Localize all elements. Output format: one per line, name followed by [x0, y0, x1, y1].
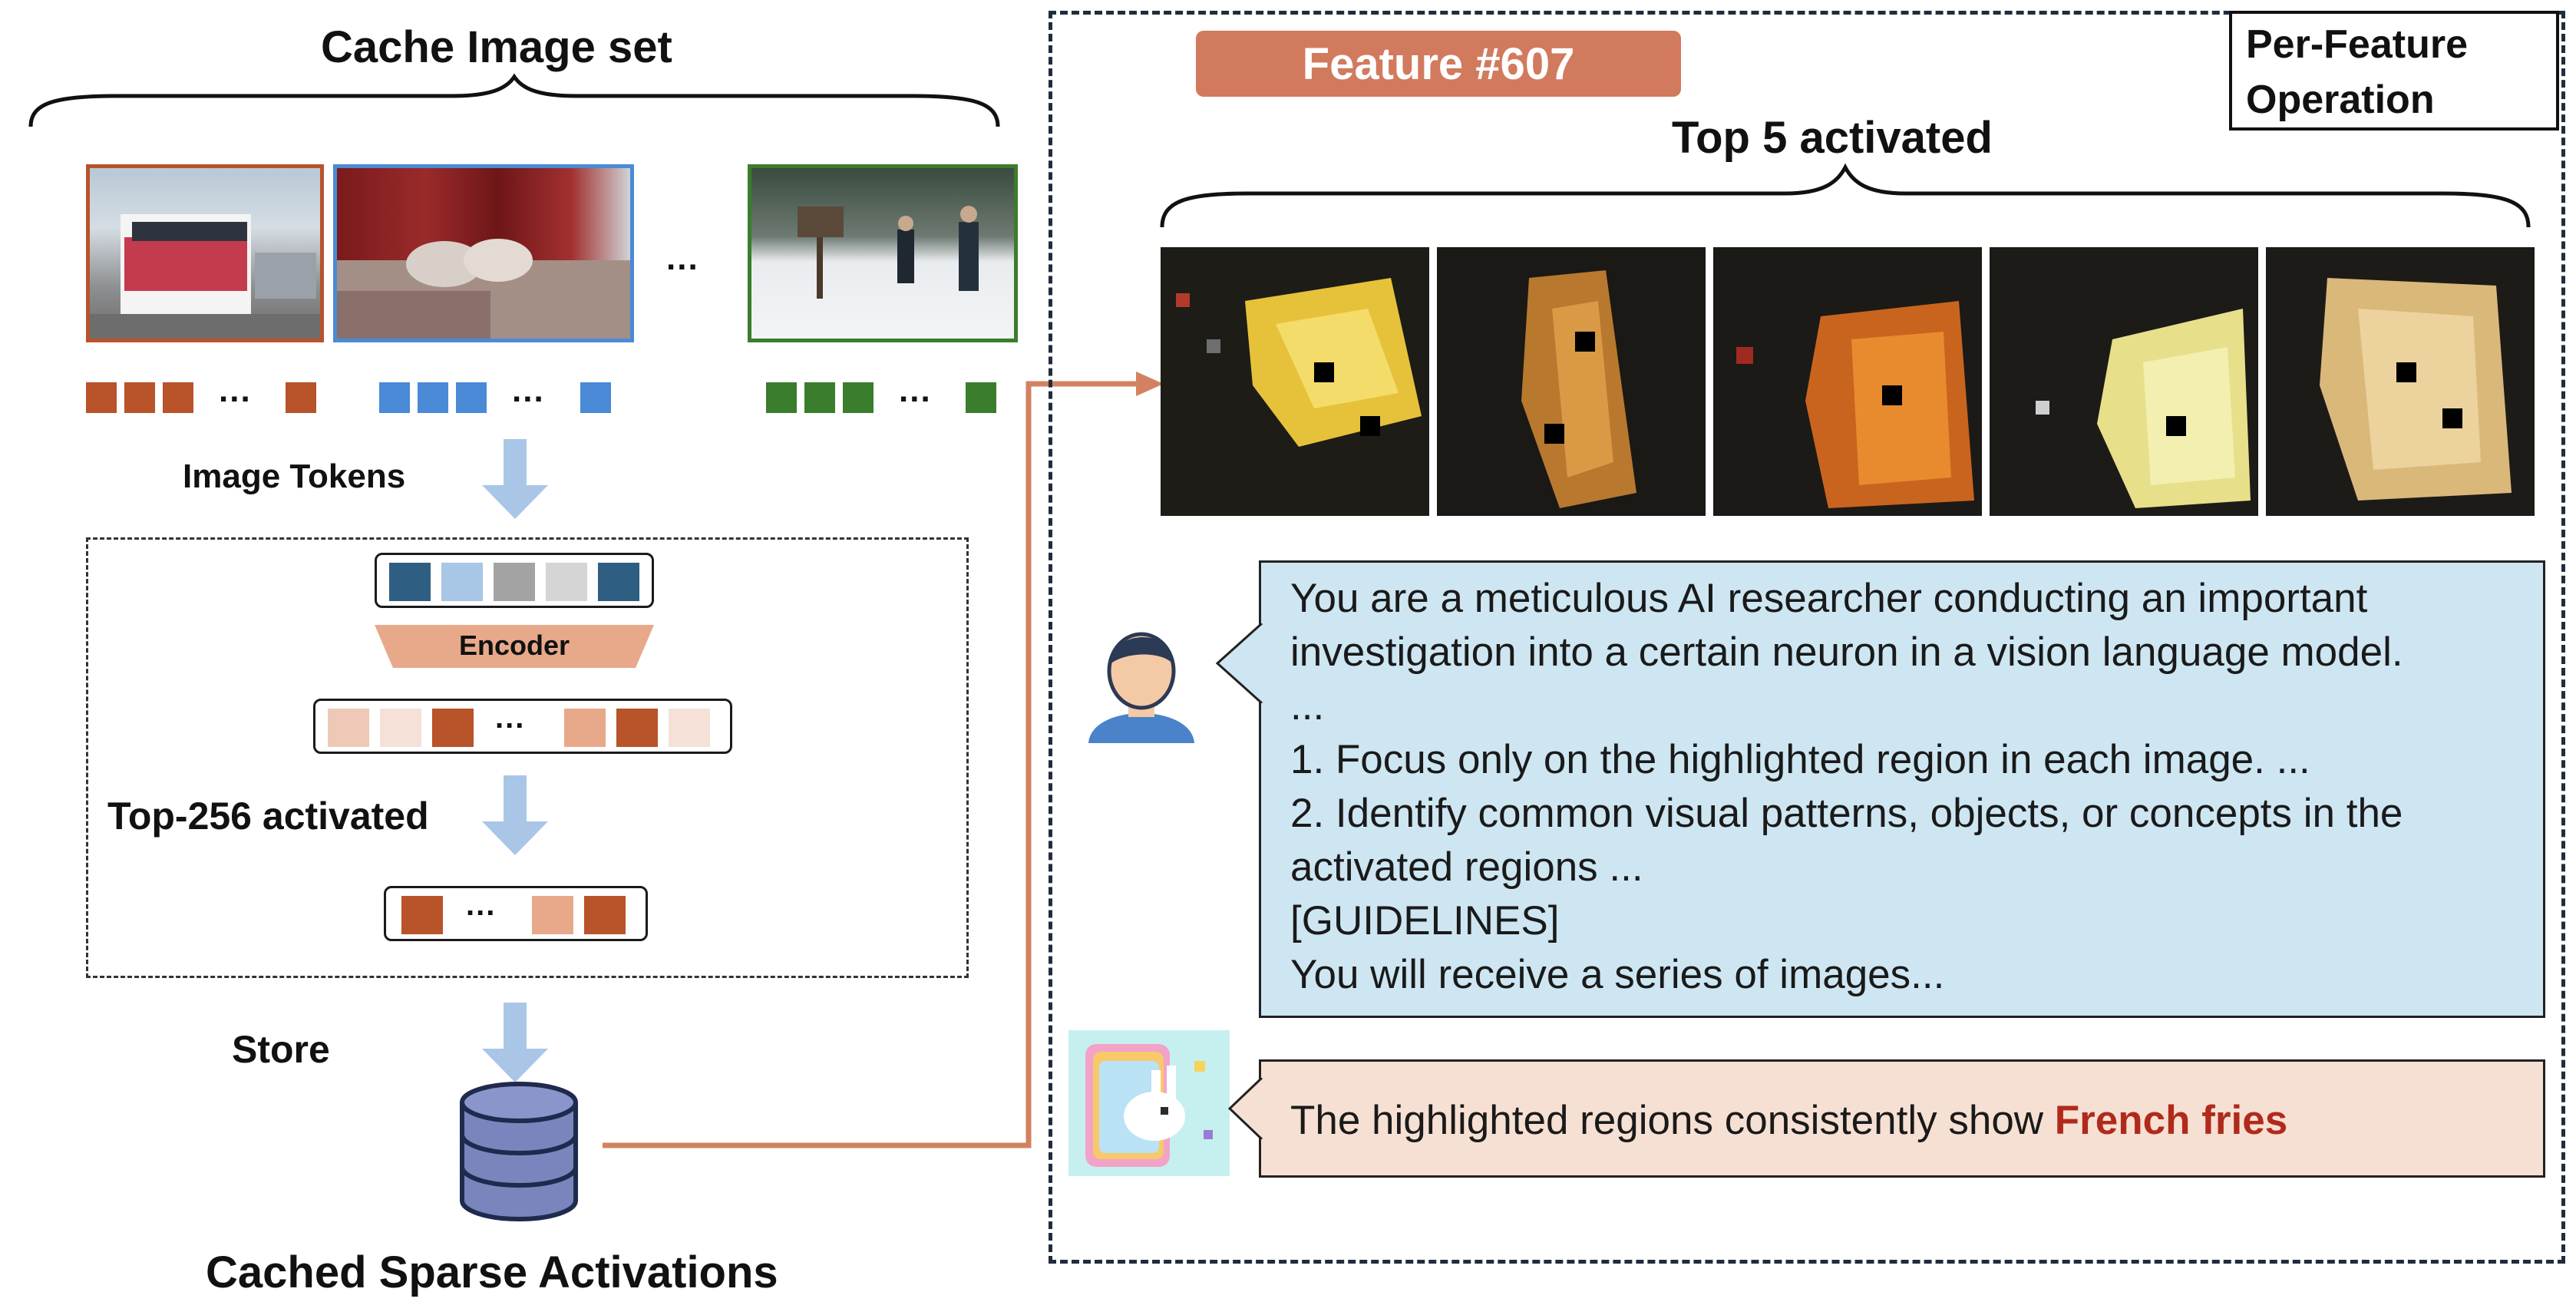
- token-blue-2: [418, 382, 448, 413]
- connector-arrow: [603, 372, 1164, 1148]
- activated-image-3: [1713, 247, 1982, 516]
- model-avatar-icon: [1068, 1030, 1230, 1176]
- per-feature-box: Per-Feature Operation: [2229, 11, 2559, 131]
- answer-prefix: The highlighted regions consistently sho…: [1290, 1098, 2055, 1143]
- down-arrow-icon: [482, 439, 548, 519]
- activated-image-5: [2266, 247, 2535, 516]
- prompt-line-5: 2. Identify common visual patterns, obje…: [1290, 791, 2403, 836]
- cache-image-snow: [748, 164, 1018, 342]
- prompt-line-2: investigation into a certain neuron in a…: [1290, 630, 2403, 675]
- token-blue-last: [580, 382, 611, 413]
- prompt-line-7: [GUIDELINES]: [1290, 898, 1560, 943]
- activated-image-1: [1161, 247, 1429, 516]
- token-green-ellipsis: ...: [899, 372, 932, 409]
- token-green-1: [766, 382, 797, 413]
- encoder-box: [86, 537, 969, 978]
- prompt-line-1: You are a meticulous AI researcher condu…: [1290, 576, 2368, 621]
- per-feature-panel: [1049, 11, 2565, 1264]
- top-activated-vector: ...: [384, 886, 648, 941]
- token-green-3: [843, 382, 874, 413]
- answer-bubble-tail: [1228, 1078, 1263, 1139]
- encoder-block: [375, 625, 654, 668]
- token-orange-1: [86, 382, 117, 413]
- down-arrow-icon: [482, 1003, 548, 1082]
- cache-images-ellipsis: ...: [666, 240, 699, 277]
- cached-sparse-activations-label: Cached Sparse Activations: [206, 1247, 778, 1297]
- token-orange-ellipsis: ...: [219, 372, 252, 409]
- per-feature-line2: Operation: [2246, 78, 2435, 122]
- top-activated-label: Top-256 activated: [107, 795, 429, 838]
- cache-set-brace: [28, 73, 1000, 127]
- prompt-line-8: You will receive a series of images...: [1290, 952, 1945, 997]
- prompt-bubble-tail: [1216, 623, 1263, 703]
- prompt-line-4: 1. Focus only on the highlighted region …: [1290, 737, 2310, 782]
- encoder-label: Encoder: [458, 630, 570, 661]
- token-orange-2: [124, 382, 155, 413]
- cache-image-set-title: Cache Image set: [321, 22, 672, 72]
- prompt-line-3: ...: [1290, 683, 1325, 729]
- cache-image-sofa: [333, 164, 634, 342]
- token-orange-3: [163, 382, 193, 413]
- feature-badge-text: Feature #607: [1302, 39, 1575, 89]
- vector-ellipsis: ...: [495, 701, 526, 735]
- down-arrow-icon: [482, 775, 548, 855]
- feature-badge: Feature #607: [1196, 31, 1681, 97]
- top-vector-ellipsis: ...: [466, 888, 497, 922]
- top5-brace: [1160, 163, 2531, 228]
- prompt-bubble: You are a meticulous AI researcher condu…: [1259, 560, 2545, 1018]
- database-icon: [460, 1082, 578, 1221]
- answer-text: The highlighted regions consistently sho…: [1290, 1097, 2287, 1144]
- token-blue-1: [379, 382, 410, 413]
- activated-image-4: [1990, 247, 2258, 516]
- prompt-line-6: activated regions ...: [1290, 844, 1643, 890]
- per-feature-line1: Per-Feature: [2246, 22, 2468, 67]
- activated-image-2: [1437, 247, 1706, 516]
- answer-bubble: The highlighted regions consistently sho…: [1259, 1059, 2545, 1178]
- token-green-last: [966, 382, 996, 413]
- top5-title: Top 5 activated: [1672, 113, 1993, 163]
- image-tokens-label: Image Tokens: [183, 458, 406, 495]
- token-embedding-vector: [375, 553, 654, 608]
- token-orange-last: [286, 382, 316, 413]
- answer-highlight: French fries: [2054, 1098, 2288, 1143]
- token-green-2: [804, 382, 835, 413]
- token-blue-3: [456, 382, 487, 413]
- user-avatar-icon: [1072, 612, 1210, 750]
- token-blue-ellipsis: ...: [512, 372, 545, 409]
- store-label: Store: [232, 1028, 330, 1071]
- cache-image-bus: [86, 164, 324, 342]
- sparse-activation-vector: ...: [313, 699, 732, 754]
